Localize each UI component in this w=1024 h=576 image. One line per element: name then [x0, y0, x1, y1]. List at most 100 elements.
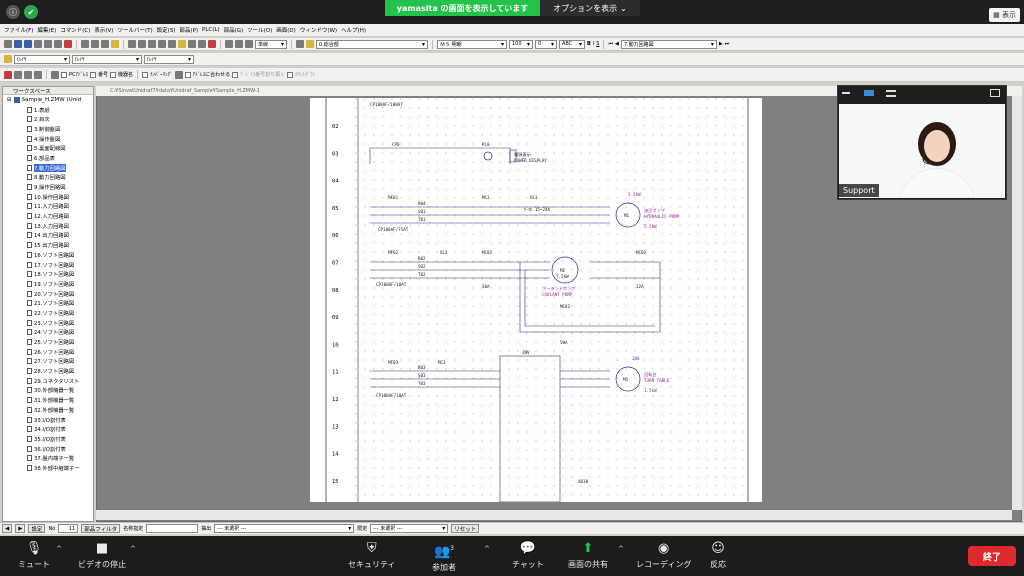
workspace-page-item[interactable]: 6.部品表 [3, 153, 93, 163]
workspace-page-item[interactable]: 30.外部機器一覧 [3, 386, 93, 396]
workspace-page-item[interactable]: 32.外部機器一覧 [3, 405, 93, 415]
numbering-checkbox[interactable] [142, 71, 149, 78]
line-width-select[interactable]: (ﾚｲﾔ [144, 54, 194, 64]
workspace-page-item[interactable]: 5.裏面配線図 [3, 143, 93, 153]
redo-icon[interactable] [91, 40, 99, 48]
minus-icon[interactable]: ⊟ [7, 96, 12, 103]
next-page-icon[interactable]: ▶ [718, 41, 723, 47]
name-spec-field[interactable] [146, 524, 199, 533]
workspace-page-item[interactable]: 1.表紙 [3, 105, 93, 115]
underline-button[interactable]: S [596, 41, 600, 47]
stop-video-button[interactable]: ■ビデオの停止 [78, 542, 126, 570]
workspace-page-item[interactable]: 2.目次 [3, 114, 93, 124]
menu-item[interactable]: 設定(S) [156, 28, 176, 34]
share-screen-button[interactable]: ⬆画面の共有 [568, 542, 608, 570]
line-type-select[interactable]: (ﾚｲﾔ [72, 54, 142, 64]
workspace-page-item[interactable]: 22.ソフト回路図 [3, 308, 93, 318]
settings-button[interactable]: 設定 [28, 524, 46, 533]
countdown-checkbox[interactable] [287, 71, 294, 78]
help-icon[interactable] [111, 40, 119, 48]
measure-icon[interactable] [198, 40, 206, 48]
font-angle-select[interactable]: 0 [535, 39, 557, 49]
extract-select[interactable]: --- 未選択 --- [214, 524, 355, 533]
record-button[interactable]: ◉レコーディング [636, 542, 691, 570]
zoom-fit-icon[interactable] [4, 70, 12, 79]
copy-icon[interactable] [44, 40, 52, 48]
layer-icon[interactable] [296, 40, 304, 48]
device-split-checkbox[interactable] [232, 71, 239, 78]
workspace-page-item[interactable]: 37.盤内端子一覧 [3, 453, 93, 463]
minimize-icon[interactable] [842, 92, 850, 94]
text-icon[interactable] [178, 40, 186, 48]
workspace-page-item[interactable]: 25.ソフト回路図 [3, 337, 93, 347]
view-mode-button[interactable]: ▦ 表示 [989, 8, 1020, 22]
menu-item[interactable]: ヘルプ(H) [341, 28, 366, 34]
rect-icon[interactable] [158, 40, 166, 48]
layer-color-select[interactable]: (ﾚｲﾔ [14, 54, 70, 64]
workspace-page-item[interactable]: 31.外部機器一覧 [3, 395, 93, 405]
end-meeting-button[interactable]: 終了 [968, 546, 1016, 566]
workspace-page-item[interactable]: 33.I/O割付表 [3, 415, 93, 425]
circle-icon[interactable] [168, 40, 176, 48]
shield-check-icon[interactable]: ✔ [24, 5, 38, 19]
text-style-select[interactable]: ABC [559, 39, 585, 49]
no-field[interactable]: 11 [58, 524, 79, 533]
workspace-page-item[interactable]: 38.外部中継端子一 [3, 463, 93, 473]
device-name-checkbox[interactable] [110, 71, 117, 78]
menu-item[interactable]: コマンド(C) [60, 28, 91, 34]
workspace-page-item[interactable]: 29.コネクタリスト [3, 376, 93, 386]
save-icon[interactable] [24, 40, 32, 48]
prev-arrow-icon[interactable]: ◀ [2, 524, 13, 533]
workspace-page-item[interactable]: 35.I/O割付表 [3, 434, 93, 444]
bold-button[interactable]: B [587, 41, 591, 47]
workspace-page-item[interactable]: 34.I/O割付表 [3, 424, 93, 434]
zoom-icon[interactable] [14, 70, 22, 79]
menu-item[interactable]: ウィンドウ(W) [299, 28, 338, 34]
folder-icon[interactable] [306, 40, 314, 48]
grid-snap-icon[interactable] [225, 40, 233, 48]
last-page-icon[interactable]: ⏭ [724, 41, 730, 47]
part-icon[interactable] [138, 40, 146, 48]
workspace-root-node[interactable]: ⊟ Sample_H.ZMW (Unid [3, 95, 93, 105]
audio-options-chevron-icon[interactable]: ^ [56, 545, 62, 553]
menu-item[interactable]: ファイル(F) [4, 28, 34, 34]
workspace-page-item[interactable]: 16.ソフト回路図 [3, 250, 93, 260]
horizontal-scrollbar[interactable] [96, 510, 1012, 520]
gallery-view-icon[interactable] [886, 90, 896, 97]
open-file-icon[interactable] [14, 40, 22, 48]
workspace-page-item[interactable]: 9.操作回路図 [3, 182, 93, 192]
menu-item[interactable]: PLC(L) [202, 27, 220, 33]
zoom-window-icon[interactable] [24, 70, 32, 79]
workspace-page-item[interactable]: 18.ソフト回路図 [3, 269, 93, 279]
font-select[interactable]: ＭＳ 明朝 [437, 39, 507, 49]
workspace-page-item[interactable]: 17.ソフト回路図 [3, 260, 93, 270]
vertical-scrollbar[interactable] [1012, 96, 1022, 510]
menu-item[interactable]: 表示(V) [94, 28, 114, 34]
workspace-page-item[interactable]: 20.ソフト回路図 [3, 289, 93, 299]
workspace-page-item[interactable]: 10.操作回路図 [3, 192, 93, 202]
first-page-icon[interactable]: ⏮ [608, 41, 613, 47]
workspace-page-item[interactable]: 28.ソフト回路図 [3, 366, 93, 376]
line-style-select[interactable]: 単線 [255, 39, 287, 49]
pencil-icon[interactable] [51, 70, 59, 79]
chat-button[interactable]: 💬チャット [512, 542, 544, 570]
part-no-checkbox[interactable] [90, 71, 97, 78]
line-icon[interactable] [148, 40, 156, 48]
reset-button[interactable]: リセット [451, 524, 480, 533]
delete-icon[interactable] [64, 40, 72, 48]
next-arrow-icon[interactable]: ▶ [15, 524, 26, 533]
speaker-view-icon[interactable] [864, 90, 874, 96]
workspace-page-item[interactable]: 19.ソフト回路図 [3, 279, 93, 289]
pen-icon[interactable] [245, 40, 253, 48]
workspace-page-item[interactable]: 7.動力回路図 [3, 163, 93, 173]
font-size-select[interactable]: 100 [509, 39, 533, 49]
reactions-button[interactable]: ☺反応 [710, 542, 726, 570]
paste-icon[interactable] [54, 40, 62, 48]
workspace-page-item[interactable]: 3.制御盤図 [3, 124, 93, 134]
workspace-page-item[interactable]: 24.ソフト回路図 [3, 328, 93, 338]
workspace-page-item[interactable]: 21.ソフト回路図 [3, 298, 93, 308]
hammer-icon[interactable] [208, 40, 216, 48]
